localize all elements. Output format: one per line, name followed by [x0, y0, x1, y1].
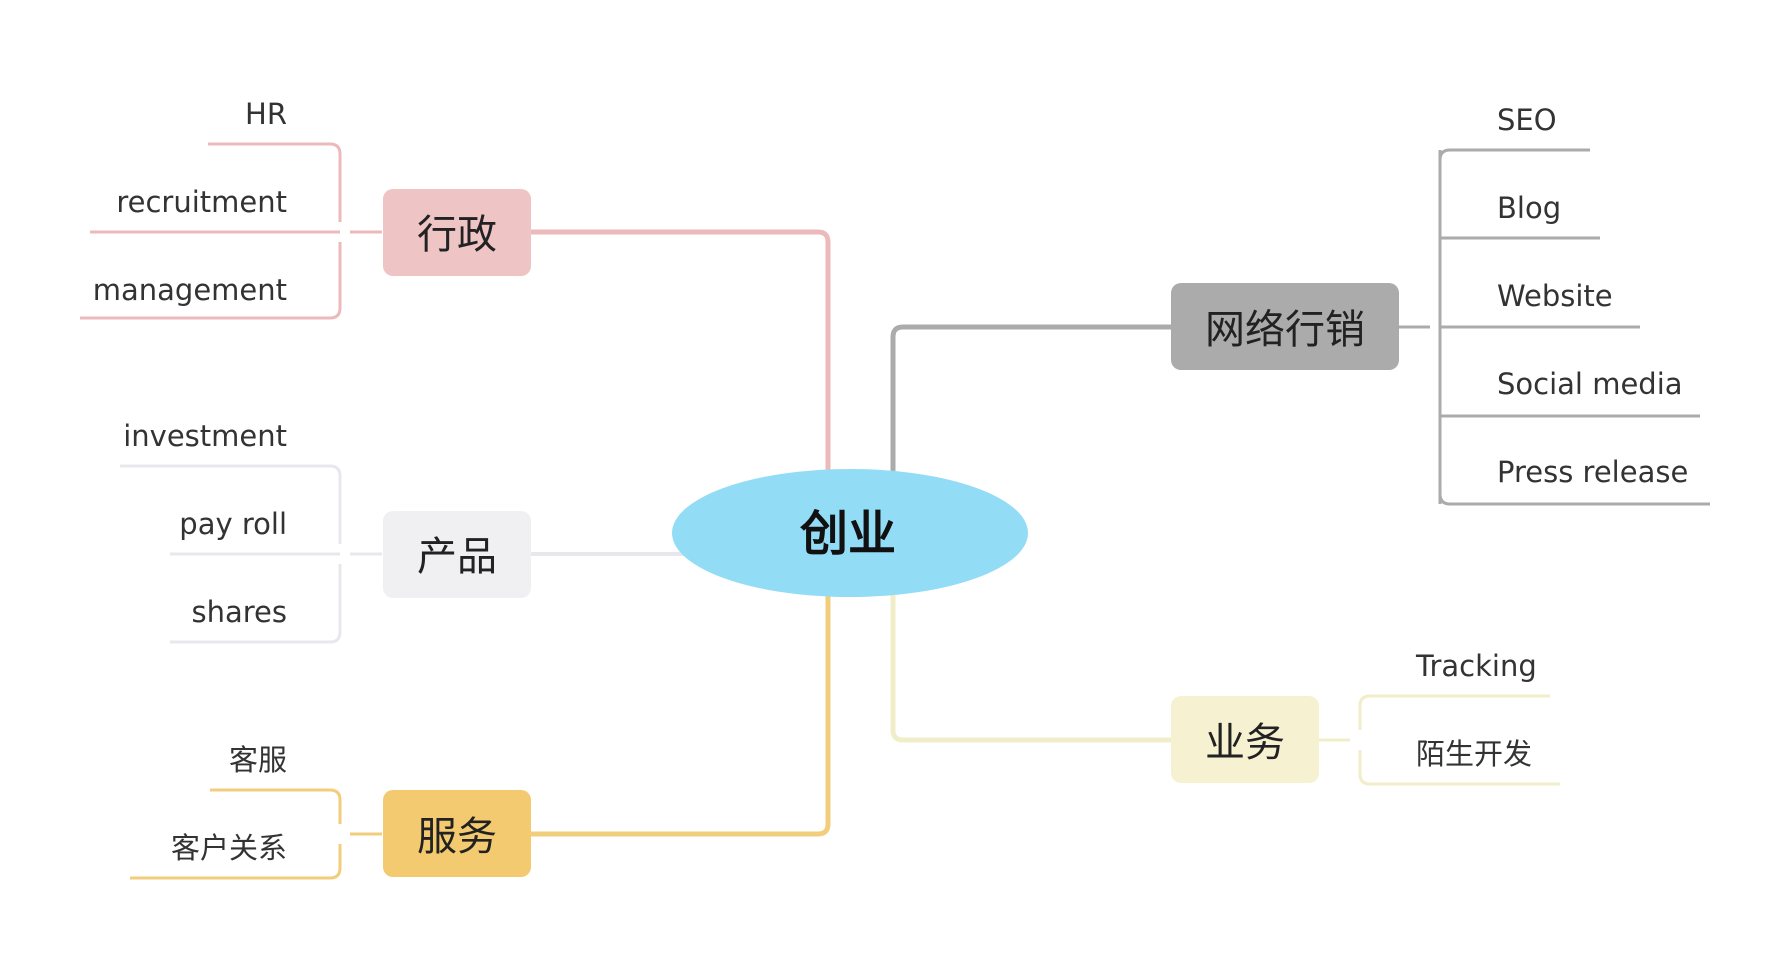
branch-node-wangluo-yingxiao-box	[1171, 283, 1399, 370]
fork-yewu	[1318, 694, 1560, 786]
connectors-chanpin	[120, 464, 690, 644]
connectors	[80, 142, 1710, 880]
leaf-shares[interactable]: shares	[192, 595, 288, 629]
leaf-press-release[interactable]: Press release	[1497, 455, 1688, 489]
leaf-pay-roll[interactable]: pay roll	[179, 507, 287, 541]
connectors-wangluo	[890, 148, 1710, 506]
trunk-fuwu	[527, 593, 831, 837]
branch-node-chanpin[interactable]: 产品	[383, 511, 531, 598]
branch-node-chanpin-box	[383, 511, 531, 598]
leaf-website[interactable]: Website	[1497, 279, 1613, 313]
branch-node-chanpin-label: 产品	[417, 534, 497, 580]
leaf-kefu[interactable]: 客服	[229, 743, 287, 777]
connectors-xingzheng	[80, 142, 831, 473]
branch-node-xingzheng-label: 行政	[417, 212, 497, 258]
root-node-label: 创业	[800, 506, 896, 562]
leaf-blog[interactable]: Blog	[1497, 191, 1561, 225]
branch-node-xingzheng[interactable]: 行政	[383, 189, 531, 276]
root-node[interactable]: 创业	[672, 469, 1028, 597]
fork-chanpin	[120, 464, 382, 644]
leaf-management[interactable]: management	[93, 273, 287, 307]
fork-wangluo	[1398, 148, 1710, 506]
connectors-fuwu	[130, 593, 831, 880]
fork-xingzheng	[80, 142, 382, 320]
branch-node-yewu-box	[1171, 696, 1319, 783]
branch-node-yewu[interactable]: 业务	[1171, 696, 1319, 783]
leaf-social-media[interactable]: Social media	[1497, 367, 1683, 401]
leaf-hr[interactable]: HR	[245, 97, 287, 131]
trunk-wangluo	[890, 324, 1175, 473]
fork-fuwu	[130, 788, 382, 880]
trunk-xingzheng	[527, 229, 831, 473]
connectors-yewu	[890, 593, 1560, 786]
leaf-kehu-guanxi[interactable]: 客户关系	[171, 831, 287, 865]
leaf-seo[interactable]: SEO	[1497, 103, 1557, 137]
root-node-shape	[672, 469, 1028, 597]
leaf-recruitment[interactable]: recruitment	[116, 185, 287, 219]
branch-node-xingzheng-box	[383, 189, 531, 276]
leaf-investment[interactable]: investment	[123, 419, 287, 453]
trunk-yewu	[890, 593, 1175, 743]
branch-node-yewu-label: 业务	[1205, 720, 1285, 766]
branch-node-fuwu-label: 服务	[417, 814, 497, 860]
branch-node-fuwu[interactable]: 服务	[383, 790, 531, 877]
branch-node-fuwu-box	[383, 790, 531, 877]
leaf-mosheng-kaifa[interactable]: 陌生开发	[1416, 737, 1532, 771]
branch-node-wangluo-yingxiao[interactable]: 网络行销	[1171, 283, 1399, 370]
branch-node-wangluo-yingxiao-label: 网络行销	[1205, 307, 1365, 353]
leaf-tracking[interactable]: Tracking	[1415, 649, 1537, 683]
